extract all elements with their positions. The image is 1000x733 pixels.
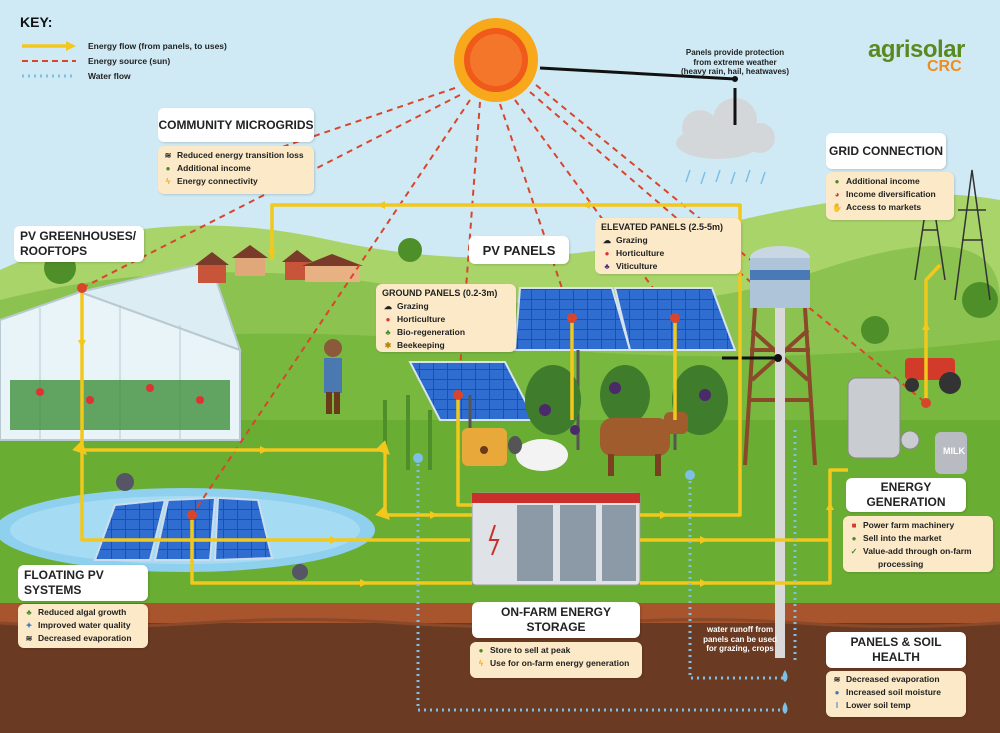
water-tower <box>743 246 817 658</box>
wave-icon: ≋ <box>833 675 841 684</box>
pv-panels-title: PV PANELS <box>469 236 569 264</box>
sun-icon <box>454 18 538 102</box>
greenhouse <box>0 260 242 441</box>
tomato-icon: ● <box>385 315 391 324</box>
beehive-icon <box>462 428 507 466</box>
list-item: ●Additional income <box>162 162 310 175</box>
money-icon: ● <box>165 164 171 173</box>
legend-item-energy-flow: Energy flow (from panels, to uses) <box>88 40 227 51</box>
list-item: ♣Bio-regeneration <box>382 326 510 339</box>
thermometer-icon: ǀ <box>835 701 839 710</box>
key-swatches <box>22 41 76 78</box>
list-item: ♣Viticulture <box>601 260 735 273</box>
water-flow <box>416 430 797 712</box>
cow-icon <box>600 412 688 476</box>
handshake-icon: ✋ <box>832 203 842 212</box>
sprout-icon: ♣ <box>385 328 391 337</box>
floating-pv-title: FLOATING PV SYSTEMS <box>18 565 148 601</box>
list-item: ■Power farm machinery <box>848 519 988 532</box>
list-item: ♣Reduced algal growth <box>23 606 143 619</box>
pie-icon: ◕ <box>834 190 840 199</box>
ray-endpoints <box>77 283 931 520</box>
weather-note: Panels provide protection from extreme w… <box>680 48 790 76</box>
ground-panels-box: GROUND PANELS (0.2-3m) ☁Grazing ●Horticu… <box>376 284 516 352</box>
list-item: ●Store to sell at peak <box>475 644 637 657</box>
list-item: ≋Decreased evaporation <box>23 632 143 645</box>
bee-icon: ✱ <box>384 341 392 350</box>
cloud-icon <box>676 88 775 185</box>
list-item: ✱Beekeeping <box>382 339 510 352</box>
list-item: ●Additional income <box>831 175 949 188</box>
legend-item-energy-source: Energy source (sun) <box>88 55 171 66</box>
list-item: processing <box>878 559 924 569</box>
milk-label: MILK <box>943 446 965 456</box>
on-farm-storage-title: ON-FARM ENERGY STORAGE <box>472 602 640 638</box>
ground-panels-title: GROUND PANELS (0.2-3m) <box>382 288 498 298</box>
floating-pv-list: ♣Reduced algal growth ✦Improved water qu… <box>18 604 148 648</box>
grapes-icon: ♣ <box>604 262 610 271</box>
battery-storage <box>471 492 641 586</box>
bolt-icon: ϟ <box>165 177 171 186</box>
list-item: ≋Reduced energy transition loss <box>162 149 310 162</box>
droplet-icon: ● <box>834 688 840 697</box>
energy-flow <box>72 203 942 585</box>
wave-icon: ≋ <box>164 151 172 160</box>
legend-title: KEY: <box>20 14 53 30</box>
sheep-icon <box>508 436 568 471</box>
list-item: ≋Decreased evaporation <box>831 673 961 686</box>
list-item: ●Sell into the market <box>848 532 988 545</box>
grid-connection-list: ●Additional income ◕Income diversificati… <box>826 172 954 220</box>
runoff-note: water runoff from panels can be used for… <box>703 625 777 653</box>
community-microgrids-title: COMMUNITY MICROGRIDS <box>158 108 314 142</box>
sparkle-icon: ✦ <box>25 621 33 630</box>
elevated-panels-box: ELEVATED PANELS (2.5-5m) ☁Grazing ●Horti… <box>595 218 741 274</box>
list-item: ◕Income diversification <box>831 188 949 201</box>
tractor-icon: ■ <box>851 521 857 530</box>
money-icon: ● <box>478 646 484 655</box>
tomato-icon: ● <box>604 249 610 258</box>
list-item: ●Horticulture <box>601 247 735 260</box>
legend-item-water-flow: Water flow <box>88 70 131 81</box>
list-item: ✋Access to markets <box>832 202 922 212</box>
soil-health-list: ≋Decreased evaporation ●Increased soil m… <box>826 671 966 717</box>
logo-crc: CRC <box>927 58 962 75</box>
elevated-panels-title: ELEVATED PANELS (2.5-5m) <box>601 222 724 232</box>
sheep-icon: ☁ <box>603 236 611 245</box>
energy-generation-title: ENERGY GENERATION <box>846 478 966 512</box>
money-icon: ● <box>851 534 857 543</box>
legend: KEY: Energy flow (from panels, to uses) … <box>20 14 227 81</box>
list-item: ☁Grazing <box>603 235 648 245</box>
houses <box>195 245 363 283</box>
wave-icon: ≋ <box>25 634 33 643</box>
check-icon: ✓ <box>850 547 858 556</box>
list-item: ●Increased soil moisture <box>831 686 961 699</box>
pv-greenhouses-title: PV GREENHOUSES/ ROOFTOPS <box>14 226 144 262</box>
list-item: ☁Grazing <box>384 301 429 311</box>
dairy-equipment <box>847 377 967 474</box>
soil-health-title: PANELS & SOIL HEALTH <box>826 632 966 668</box>
tractor-icon <box>905 358 961 394</box>
energy-generation-list: ■Power farm machinery ●Sell into the mar… <box>843 516 993 572</box>
logo-wordmark: agrisolar <box>868 36 965 63</box>
sheep-icon: ☁ <box>384 302 392 311</box>
list-item: ✓Value-add through on-farm <box>848 545 988 558</box>
list-item: ✦Improved water quality <box>23 619 143 632</box>
list-item: ●Horticulture <box>382 313 510 326</box>
grid-connection-title: GRID CONNECTION <box>826 133 946 169</box>
community-microgrids-list: ≋Reduced energy transition loss ●Additio… <box>158 146 314 194</box>
farmer-icon <box>324 339 342 414</box>
flow-arrows <box>78 201 930 587</box>
bolt-icon: ϟ <box>478 659 484 668</box>
money-icon: ● <box>834 177 840 186</box>
algae-icon: ♣ <box>26 608 32 617</box>
